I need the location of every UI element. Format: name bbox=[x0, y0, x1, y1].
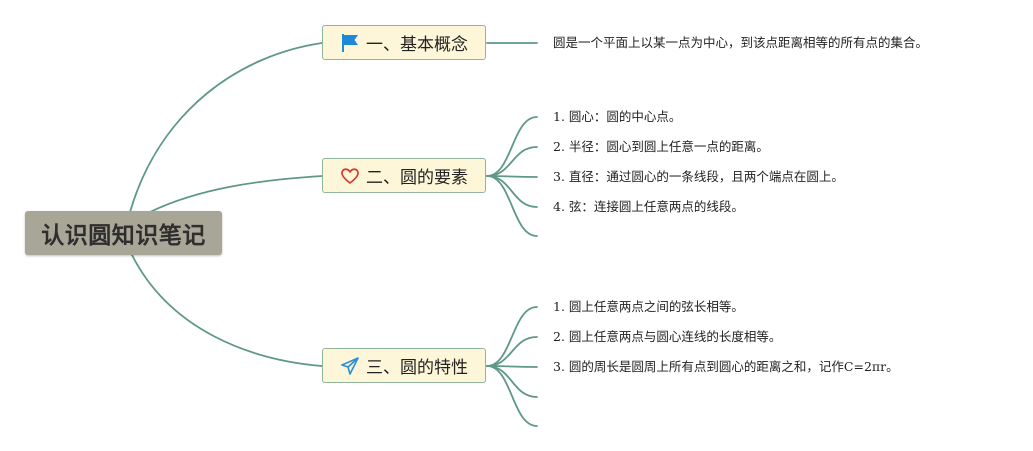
properties-leaf-2[interactable]: 2. 圆上任意两点与圆心连线的长度相等。 bbox=[553, 329, 782, 344]
topic-basic-concept-label: 一、基本概念 bbox=[366, 35, 468, 55]
elements-leaf-1[interactable]: 1. 圆心：圆的中心点。 bbox=[553, 109, 682, 124]
properties-leaf-1[interactable]: 1. 圆上任意两点之间的弦长相等。 bbox=[553, 299, 744, 314]
topic-elements-label: 二、圆的要素 bbox=[366, 168, 468, 188]
connector-properties-leaf-4 bbox=[486, 365, 538, 398]
elements-leaf-4[interactable]: 4. 弦：连接圆上任意两点的线段。 bbox=[553, 199, 744, 214]
connector-root-to-properties bbox=[131, 254, 323, 367]
connector-properties-leaf-5 bbox=[486, 365, 538, 427]
connector-properties-leaf-2 bbox=[486, 336, 538, 367]
connector-elements-leaf-1 bbox=[486, 116, 538, 177]
root-topic[interactable]: 认识圆知识笔记 bbox=[25, 211, 222, 255]
topic-properties-label: 三、圆的特性 bbox=[366, 358, 468, 378]
connector-elements-leaf-4 bbox=[486, 175, 538, 208]
elements-leaf-3[interactable]: 3. 直径：通过圆心的一条线段，且两个端点在圆上。 bbox=[553, 169, 844, 184]
heart-icon bbox=[339, 165, 361, 187]
topic-basic-concept[interactable]: 一、基本概念 bbox=[322, 25, 486, 60]
connector-elements-leaf-2 bbox=[486, 146, 538, 177]
root-topic-label: 认识圆知识笔记 bbox=[41, 223, 206, 249]
topic-properties[interactable]: 三、圆的特性 bbox=[322, 348, 486, 383]
connector-elements-leaf-5 bbox=[486, 175, 538, 237]
properties-leaf-3[interactable]: 3. 圆的周长是圆周上所有点到圆心的距离之和，记作C=2πr。 bbox=[553, 359, 899, 374]
topic-elements[interactable]: 二、圆的要素 bbox=[322, 158, 486, 193]
connector-properties-leaf-1 bbox=[486, 306, 538, 367]
paper-plane-icon bbox=[339, 355, 361, 377]
elements-leaf-2[interactable]: 2. 半径：圆心到圆上任意一点的距离。 bbox=[553, 139, 769, 154]
flag-icon bbox=[339, 32, 361, 54]
basic-concept-leaf-1[interactable]: 圆是一个平面上以某一点为中心，到该点距离相等的所有点的集合。 bbox=[553, 35, 929, 50]
connector-root-to-elements bbox=[149, 175, 323, 213]
connector-root-to-basic-concept bbox=[129, 42, 323, 213]
